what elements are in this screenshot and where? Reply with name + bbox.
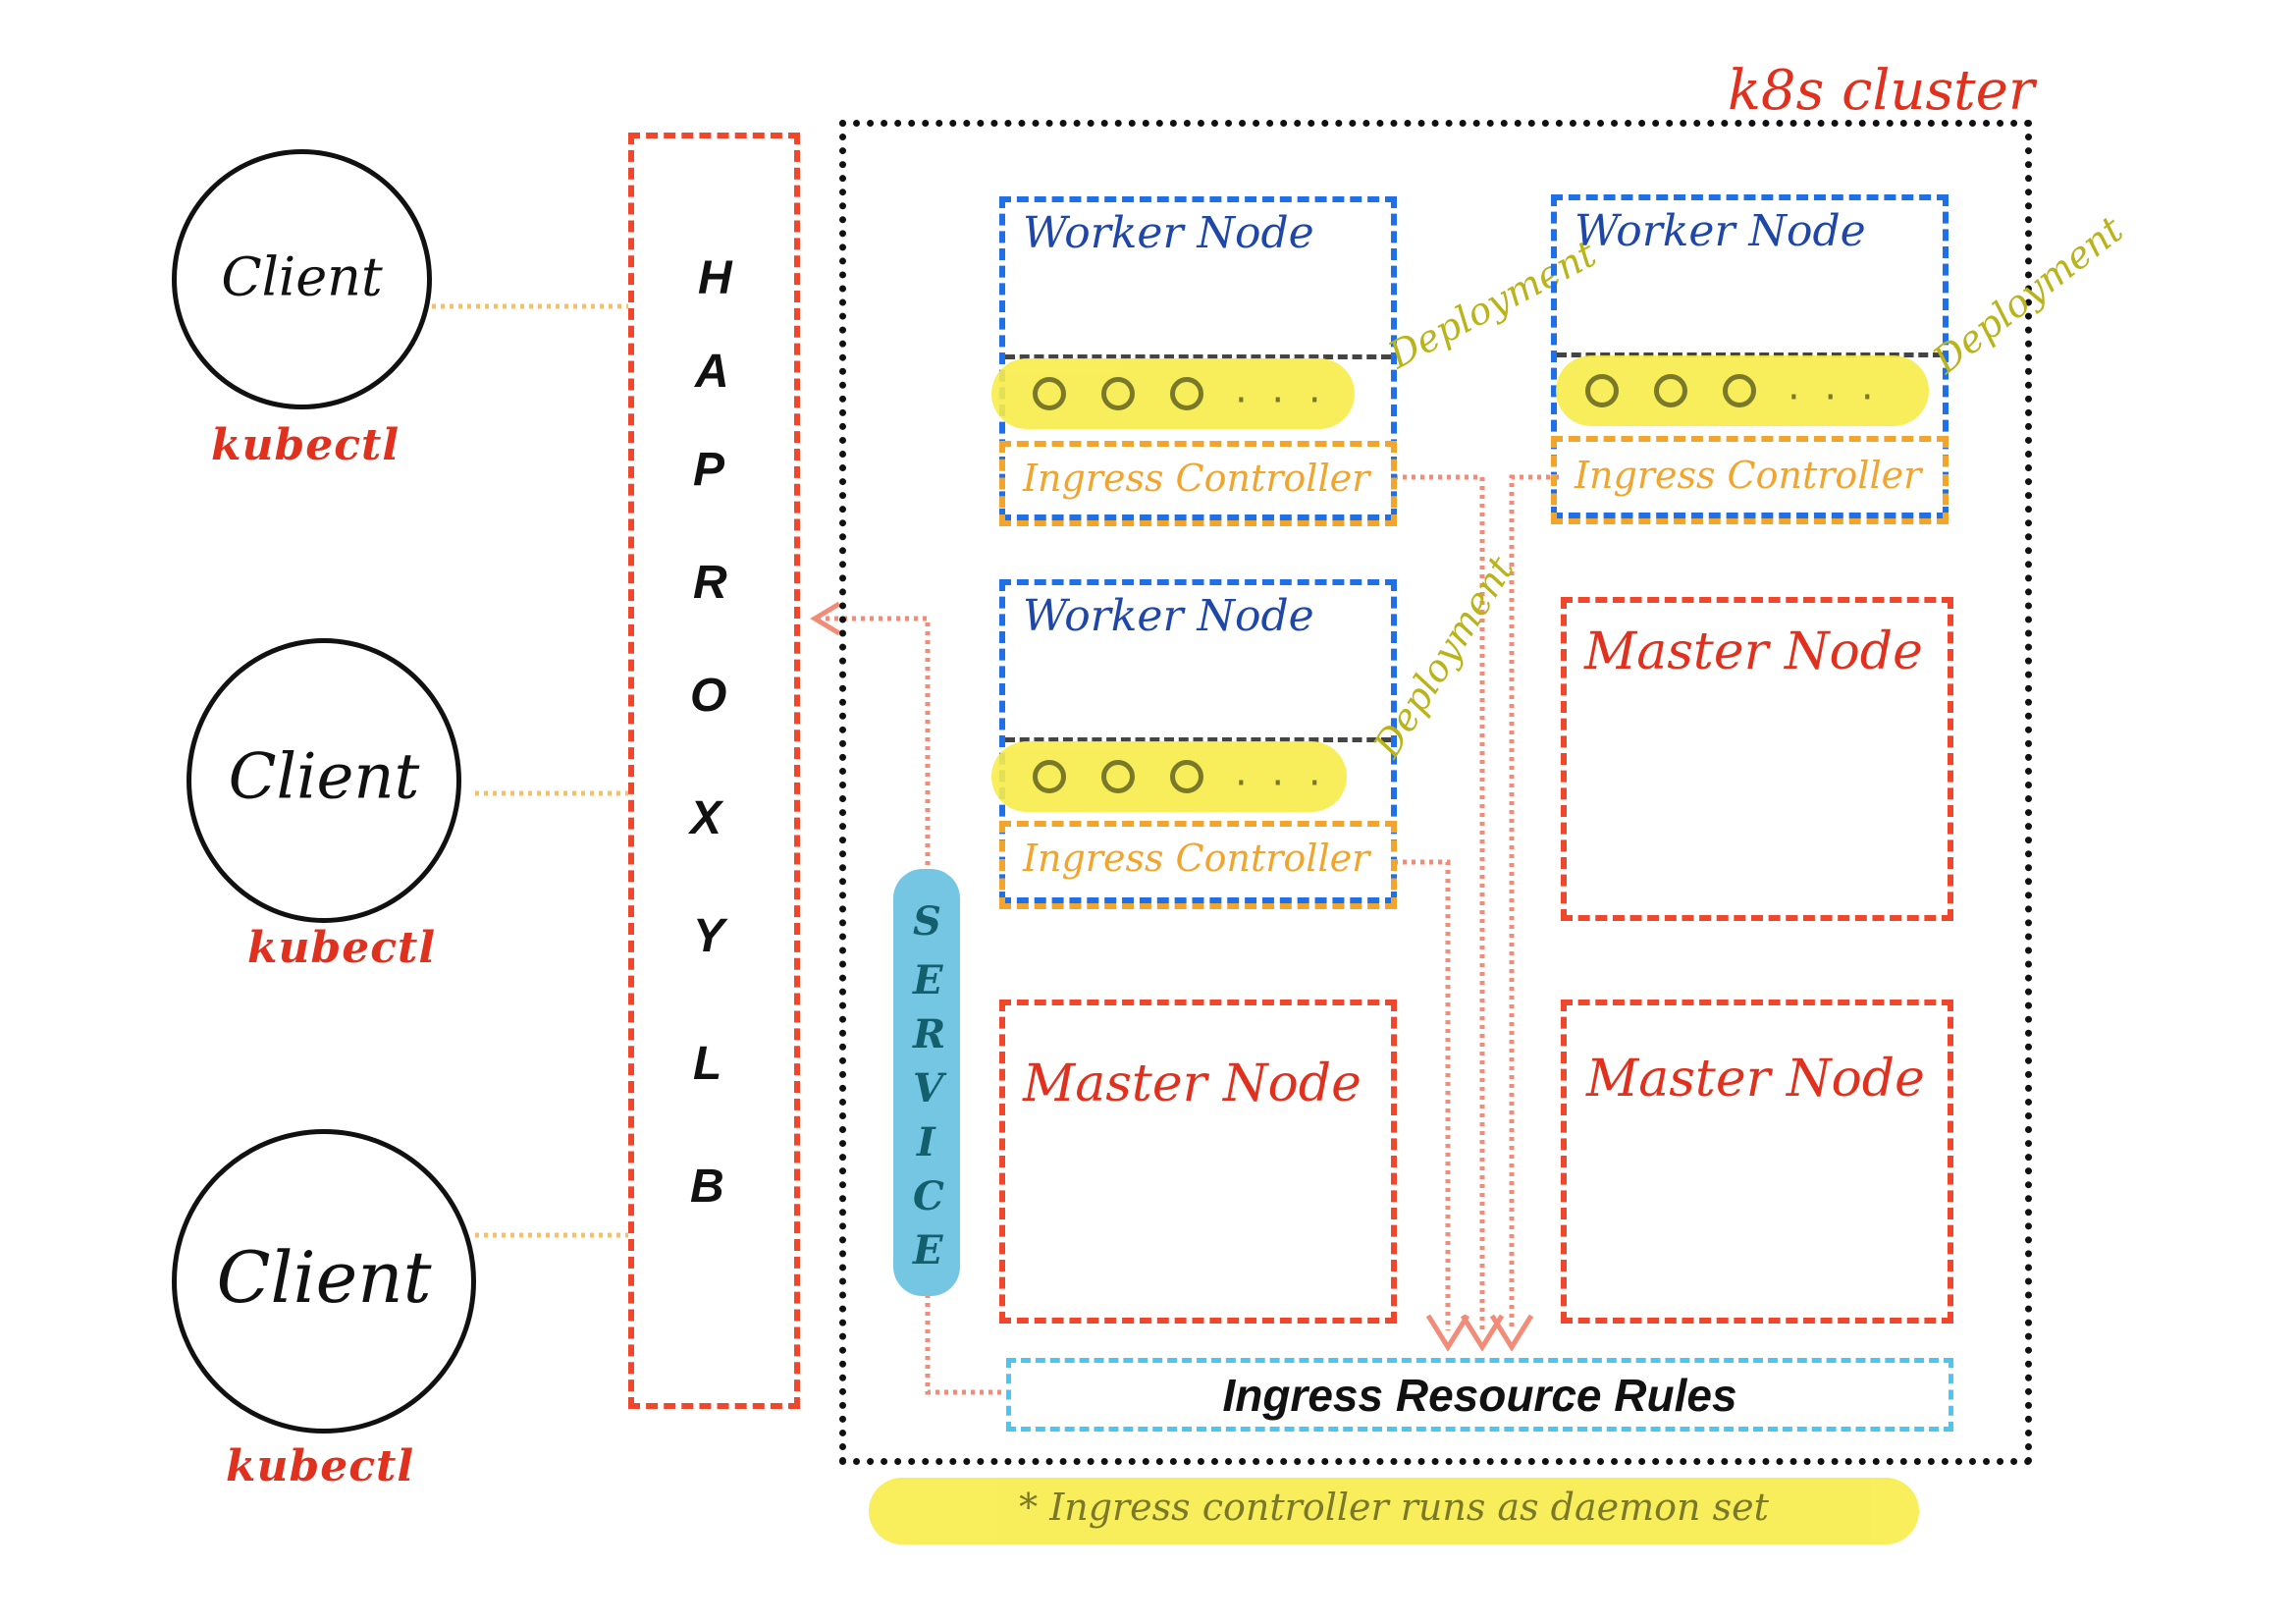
pod-icon xyxy=(1585,374,1619,407)
haproxy-letter: R xyxy=(693,557,727,609)
haproxy-letter: P xyxy=(693,444,725,496)
worker-node-label: Worker Node xyxy=(1575,206,1866,256)
kubectl-label: kubectl xyxy=(211,420,400,470)
haproxy-letter: B xyxy=(690,1161,724,1213)
ingress-controller-label: Ingress Controller xyxy=(1023,837,1370,880)
master-node-label: Master Node xyxy=(1586,1050,1925,1109)
service-letter: C xyxy=(913,1173,944,1219)
service-letter: E xyxy=(913,1227,943,1273)
kubectl-label: kubectl xyxy=(247,923,437,973)
service-letter: S xyxy=(913,898,941,945)
cluster-label: k8s cluster xyxy=(1728,59,2035,123)
service-letter: E xyxy=(913,957,943,1003)
client-node-3: Client xyxy=(172,1129,476,1434)
master-node-2: Master Node xyxy=(999,1000,1397,1324)
ingress-controller-box: Ingress Controller xyxy=(999,441,1397,526)
arrow-head-rules-3 xyxy=(1489,1314,1534,1352)
arrow-head-rules-1 xyxy=(1425,1314,1470,1352)
worker-divider xyxy=(1005,354,1391,359)
ingress-controller-label: Ingress Controller xyxy=(1023,457,1370,500)
pods-highlight: . . . xyxy=(991,741,1347,812)
master-node-label: Master Node xyxy=(1584,622,1923,681)
haproxy-letter: X xyxy=(690,792,722,844)
service-box: S E R V I C E xyxy=(893,869,960,1296)
master-node-label: Master Node xyxy=(1023,1055,1362,1113)
worker-node-2: Worker Node Ingress Controller xyxy=(1551,194,1949,524)
pod-icon xyxy=(1101,377,1135,410)
pod-icon xyxy=(1033,760,1066,793)
ingress-controller-box: Ingress Controller xyxy=(999,821,1397,909)
haproxy-letter: L xyxy=(693,1038,722,1090)
master-node-3: Master Node xyxy=(1561,1000,1953,1324)
ingress-controller-label: Ingress Controller xyxy=(1575,454,1922,497)
worker-divider xyxy=(1557,352,1943,357)
haproxy-letter: H xyxy=(698,252,732,304)
haproxy-lb-box: H A P R O X Y L B xyxy=(628,133,800,1409)
ingress-controller-box: Ingress Controller xyxy=(1551,436,1949,524)
pods-ellipsis: . . . xyxy=(1788,363,1880,409)
haproxy-letter: Y xyxy=(693,910,725,962)
client-label: Client xyxy=(216,1235,432,1319)
pod-icon xyxy=(1101,760,1135,793)
client-label: Client xyxy=(228,740,420,814)
pods-ellipsis: . . . xyxy=(1235,749,1327,795)
service-letter: V xyxy=(913,1065,944,1111)
pods-ellipsis: . . . xyxy=(1235,366,1327,412)
ingress-3-to-rules-line xyxy=(1394,859,1451,1330)
pod-icon xyxy=(1170,760,1203,793)
ingress-resource-rules-box: Ingress Resource Rules xyxy=(1006,1358,1953,1432)
ingress-resource-rules-label: Ingress Resource Rules xyxy=(1222,1370,1737,1421)
kubectl-label: kubectl xyxy=(226,1441,415,1491)
client-node-1: Client xyxy=(172,149,432,409)
ingress-1-to-rules-line xyxy=(1394,474,1485,1330)
ingress-2-to-rules-line xyxy=(1509,474,1559,1330)
client-node-2: Client xyxy=(187,638,461,923)
footnote-highlight: * Ingress controller runs as daemon set xyxy=(869,1478,1919,1544)
pods-highlight: . . . xyxy=(991,358,1355,429)
haproxy-letter: A xyxy=(695,346,729,398)
worker-node-label: Worker Node xyxy=(1023,208,1314,258)
worker-node-1: Worker Node Ingress Controller xyxy=(999,196,1397,526)
worker-divider xyxy=(1005,737,1391,742)
worker-node-3: Worker Node Ingress Controller xyxy=(999,579,1397,909)
pod-icon xyxy=(1723,374,1756,407)
pod-icon xyxy=(1033,377,1066,410)
k8s-cluster-box xyxy=(839,120,2032,1465)
arrow-head-haproxy xyxy=(810,601,841,636)
client-label: Client xyxy=(221,244,383,307)
service-letter: R xyxy=(913,1011,946,1057)
haproxy-letter: O xyxy=(690,670,727,722)
pod-icon xyxy=(1170,377,1203,410)
pod-icon xyxy=(1654,374,1687,407)
footnote-text: * Ingress controller runs as daemon set xyxy=(1019,1486,1769,1529)
master-node-1: Master Node xyxy=(1561,597,1953,921)
pods-highlight: . . . xyxy=(1556,355,1929,426)
service-letter: I xyxy=(917,1119,935,1165)
worker-node-label: Worker Node xyxy=(1023,591,1314,641)
arrow-head-rules-2 xyxy=(1460,1314,1505,1352)
